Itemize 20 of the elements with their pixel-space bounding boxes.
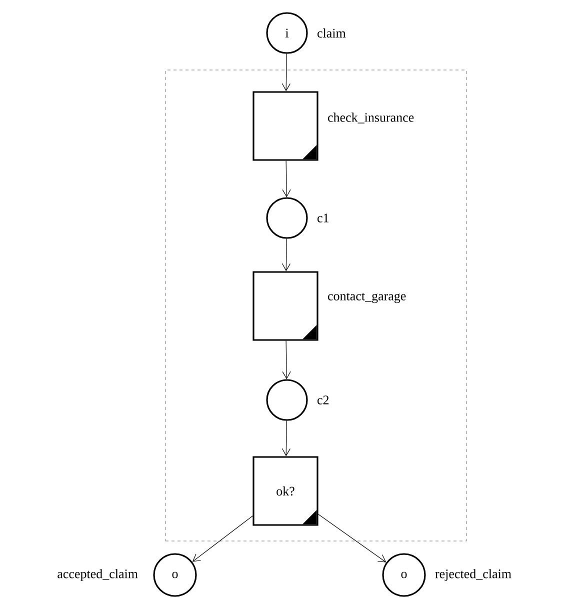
place-circle	[266, 379, 308, 421]
arrow	[318, 514, 386, 562]
node-label: claim	[318, 28, 346, 38]
arrow	[282, 160, 291, 198]
transition-box	[252, 91, 318, 161]
arrow	[282, 238, 291, 272]
node-label: c2	[318, 396, 329, 404]
node-label: check_insurance	[328, 112, 414, 124]
transition-box	[252, 271, 318, 341]
place-circle	[266, 197, 308, 239]
dashed-group-box	[165, 70, 467, 542]
arrow	[192, 516, 253, 562]
transition-box: ok?	[252, 456, 318, 526]
node-label: contact_garage	[328, 292, 406, 304]
arrow	[282, 54, 290, 92]
node-label: accepted_claim	[58, 569, 138, 581]
arrow	[282, 340, 291, 380]
node-label: rejected_claim	[435, 569, 512, 581]
node-label: c1	[318, 214, 328, 222]
arrow	[282, 420, 290, 456]
